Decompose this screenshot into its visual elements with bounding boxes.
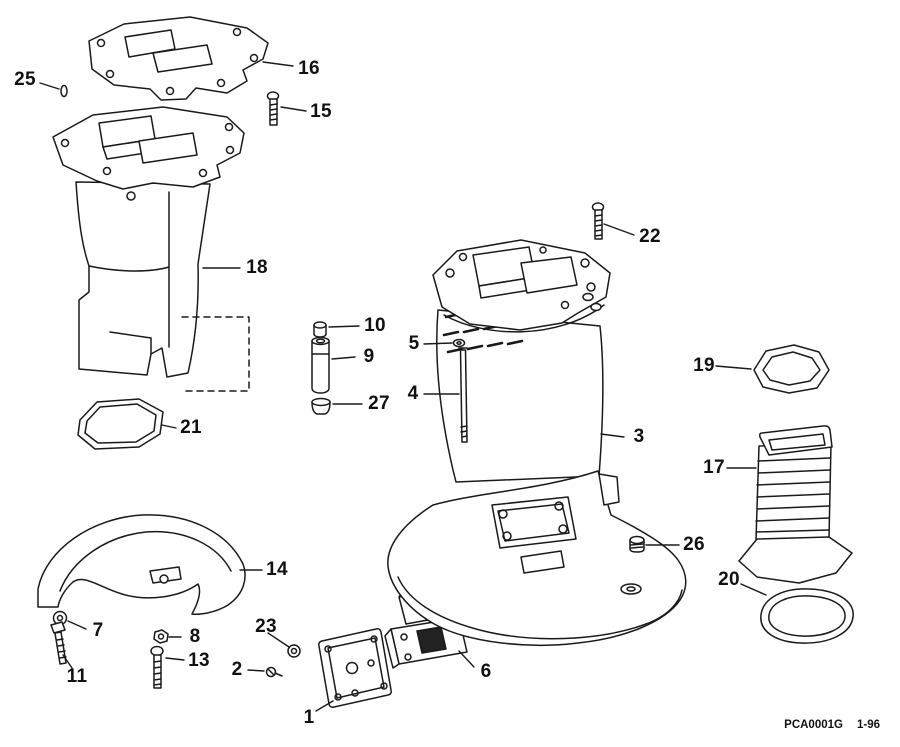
callout-5: 5 (408, 333, 420, 354)
part-14-lower-mount-cover (37, 514, 246, 615)
callout-3: 3 (633, 426, 645, 447)
part-5-grommet (452, 338, 466, 348)
part-13-screw (150, 645, 164, 689)
callout-20: 20 (718, 569, 740, 590)
callout-2: 2 (231, 659, 243, 680)
part-4-rod (458, 347, 468, 443)
callout-13: 13 (188, 650, 210, 671)
part-9-tube (311, 336, 330, 394)
callout-18: 18 (246, 257, 268, 278)
callout-25: 25 (14, 69, 36, 90)
part-25-pin (60, 84, 68, 98)
callout-26: 26 (683, 534, 705, 555)
part-3-outer-exhaust-housing (387, 239, 687, 646)
callout-16: 16 (298, 58, 320, 79)
callout-27: 27 (368, 393, 390, 414)
callout-17: 17 (703, 457, 725, 478)
callout-9: 9 (363, 346, 375, 367)
drawing-code-id: PCA0001G (784, 719, 843, 731)
callout-6: 6 (480, 661, 492, 682)
part-27-grommet (311, 397, 331, 415)
part-20-seal (760, 588, 854, 644)
part-26-plug (629, 535, 645, 553)
part-22-screw (591, 202, 605, 240)
part-1-inner-exhaust-cover (318, 628, 392, 708)
callout-10: 10 (364, 315, 386, 336)
drawing-code: PCA0001G 1-96 (784, 719, 880, 731)
leader-lines (39, 61, 767, 712)
callout-21: 21 (180, 417, 202, 438)
part-18-inner-exhaust-housing (52, 106, 250, 392)
callout-23: 23 (255, 616, 277, 637)
part-11-screw (50, 621, 67, 665)
callout-8: 8 (189, 626, 201, 647)
part-23-washer (287, 644, 301, 658)
callout-1: 1 (303, 707, 315, 728)
part-16-gasket-plate (88, 16, 269, 101)
callout-14: 14 (266, 559, 288, 580)
part-10-cap (313, 321, 327, 338)
callout-15: 15 (310, 101, 332, 122)
part-2-screw (265, 666, 283, 678)
callout-11: 11 (66, 666, 88, 687)
part-17-exhaust-tube (738, 425, 853, 584)
part-15-screw (266, 91, 280, 126)
callout-19: 19 (693, 355, 715, 376)
callout-4: 4 (407, 383, 419, 404)
callout-22: 22 (639, 226, 661, 247)
callout-7: 7 (92, 620, 104, 641)
part-19-seal (753, 344, 830, 394)
drawing-code-date: 1-96 (856, 719, 880, 731)
part-8-nut (153, 629, 169, 644)
part-21-gasket (77, 398, 164, 450)
